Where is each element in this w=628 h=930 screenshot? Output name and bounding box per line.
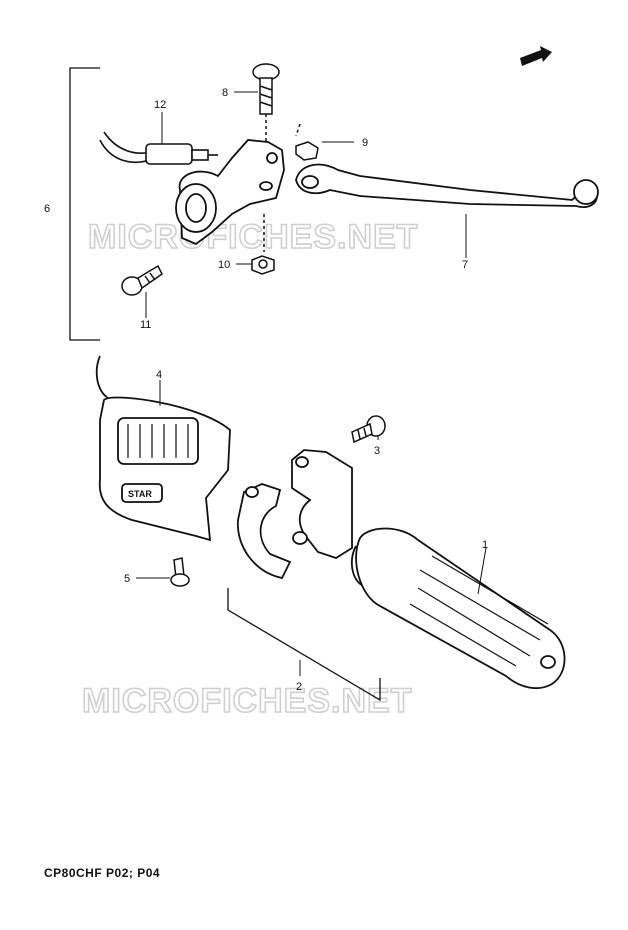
watermark-bottom: MICROFICHES.NET (82, 682, 412, 720)
callout-6: 6 (44, 203, 50, 215)
bracket-6 (69, 67, 100, 341)
clamp-upper (291, 449, 353, 559)
callout-8: 8 (222, 87, 228, 99)
screw-5 (170, 557, 190, 587)
callout-3: 3 (374, 445, 380, 457)
switch-housing-4 (95, 355, 231, 542)
callout-9: 9 (362, 137, 368, 149)
lever-holder (175, 139, 285, 246)
brake-lever-7 (295, 163, 599, 208)
front-arrow-icon (520, 46, 552, 66)
start-button-label: STAR (128, 489, 152, 499)
callout-12: 12 (154, 99, 166, 111)
callout-10: 10 (218, 259, 230, 271)
nut-10 (251, 214, 275, 275)
nut-9 (295, 123, 319, 161)
switch-cable (99, 131, 218, 165)
callout-7: 7 (462, 259, 468, 271)
clamp-lower (237, 483, 292, 580)
callout-1: 1 (482, 539, 488, 551)
diagram-footer-code: CP80CHF P02; P04 (44, 866, 161, 880)
bolt-8 (252, 63, 280, 150)
throttle-grip-1 (350, 527, 566, 690)
leader-lines (136, 91, 487, 676)
callout-11: 11 (140, 319, 151, 331)
watermark-top: MICROFICHES.NET (88, 218, 418, 256)
bracket-2 (227, 588, 381, 702)
screw-3 (351, 415, 386, 444)
callout-4: 4 (156, 369, 162, 381)
screw-11 (121, 264, 163, 296)
callout-2: 2 (296, 681, 302, 693)
callout-5: 5 (124, 573, 130, 585)
